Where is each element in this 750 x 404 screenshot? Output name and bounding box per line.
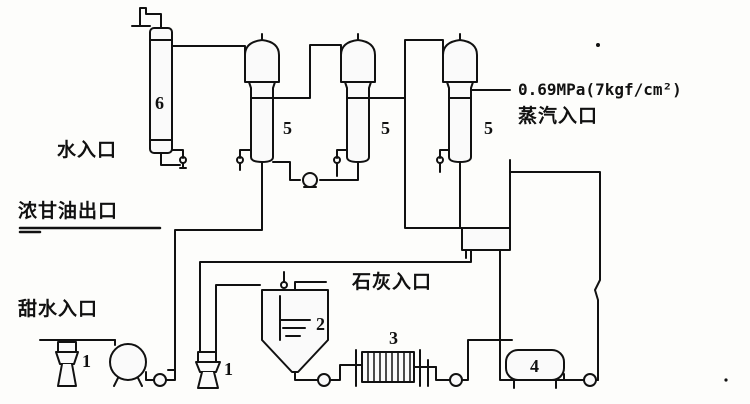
storage-tank	[505, 349, 597, 389]
evaporator-3-number: 5	[484, 118, 493, 138]
glycerin-outlet-line	[18, 226, 162, 234]
evaporator-3	[436, 33, 511, 173]
settler-number: 2	[316, 314, 325, 334]
condenser	[131, 7, 246, 169]
tank-1a-number: 1	[82, 351, 91, 371]
glycerin-outlet-label: 浓甘油出口	[18, 200, 119, 222]
evaporator-2	[272, 33, 444, 181]
water-inlet-label: 水入口	[57, 139, 118, 161]
sweet-water-inlet-label: 甜水入口	[18, 298, 99, 320]
evaporator-1	[167, 33, 342, 371]
steam-pressure-label: 0.69MPa(7kgf/cm²)	[518, 80, 682, 99]
settler	[261, 271, 363, 387]
evaporator-1-number: 5	[283, 118, 292, 138]
scan-speck	[724, 378, 728, 382]
return-line	[509, 171, 601, 381]
tank-1a	[39, 339, 116, 387]
transfer-pump	[302, 172, 318, 188]
tank-1b	[195, 284, 261, 389]
evaporator-2-number: 5	[381, 118, 390, 138]
filter-press-number: 3	[389, 328, 398, 348]
feed-vessel	[109, 339, 176, 387]
filter-press	[355, 339, 513, 387]
lime-inlet-label: 石灰入口	[352, 271, 433, 293]
scan-speck	[596, 43, 600, 47]
condenser-number: 6	[155, 93, 164, 113]
steam-inlet-label: 蒸汽入口	[518, 105, 599, 127]
storage-tank-number: 4	[530, 356, 539, 376]
tank-1b-number: 1	[224, 359, 233, 379]
